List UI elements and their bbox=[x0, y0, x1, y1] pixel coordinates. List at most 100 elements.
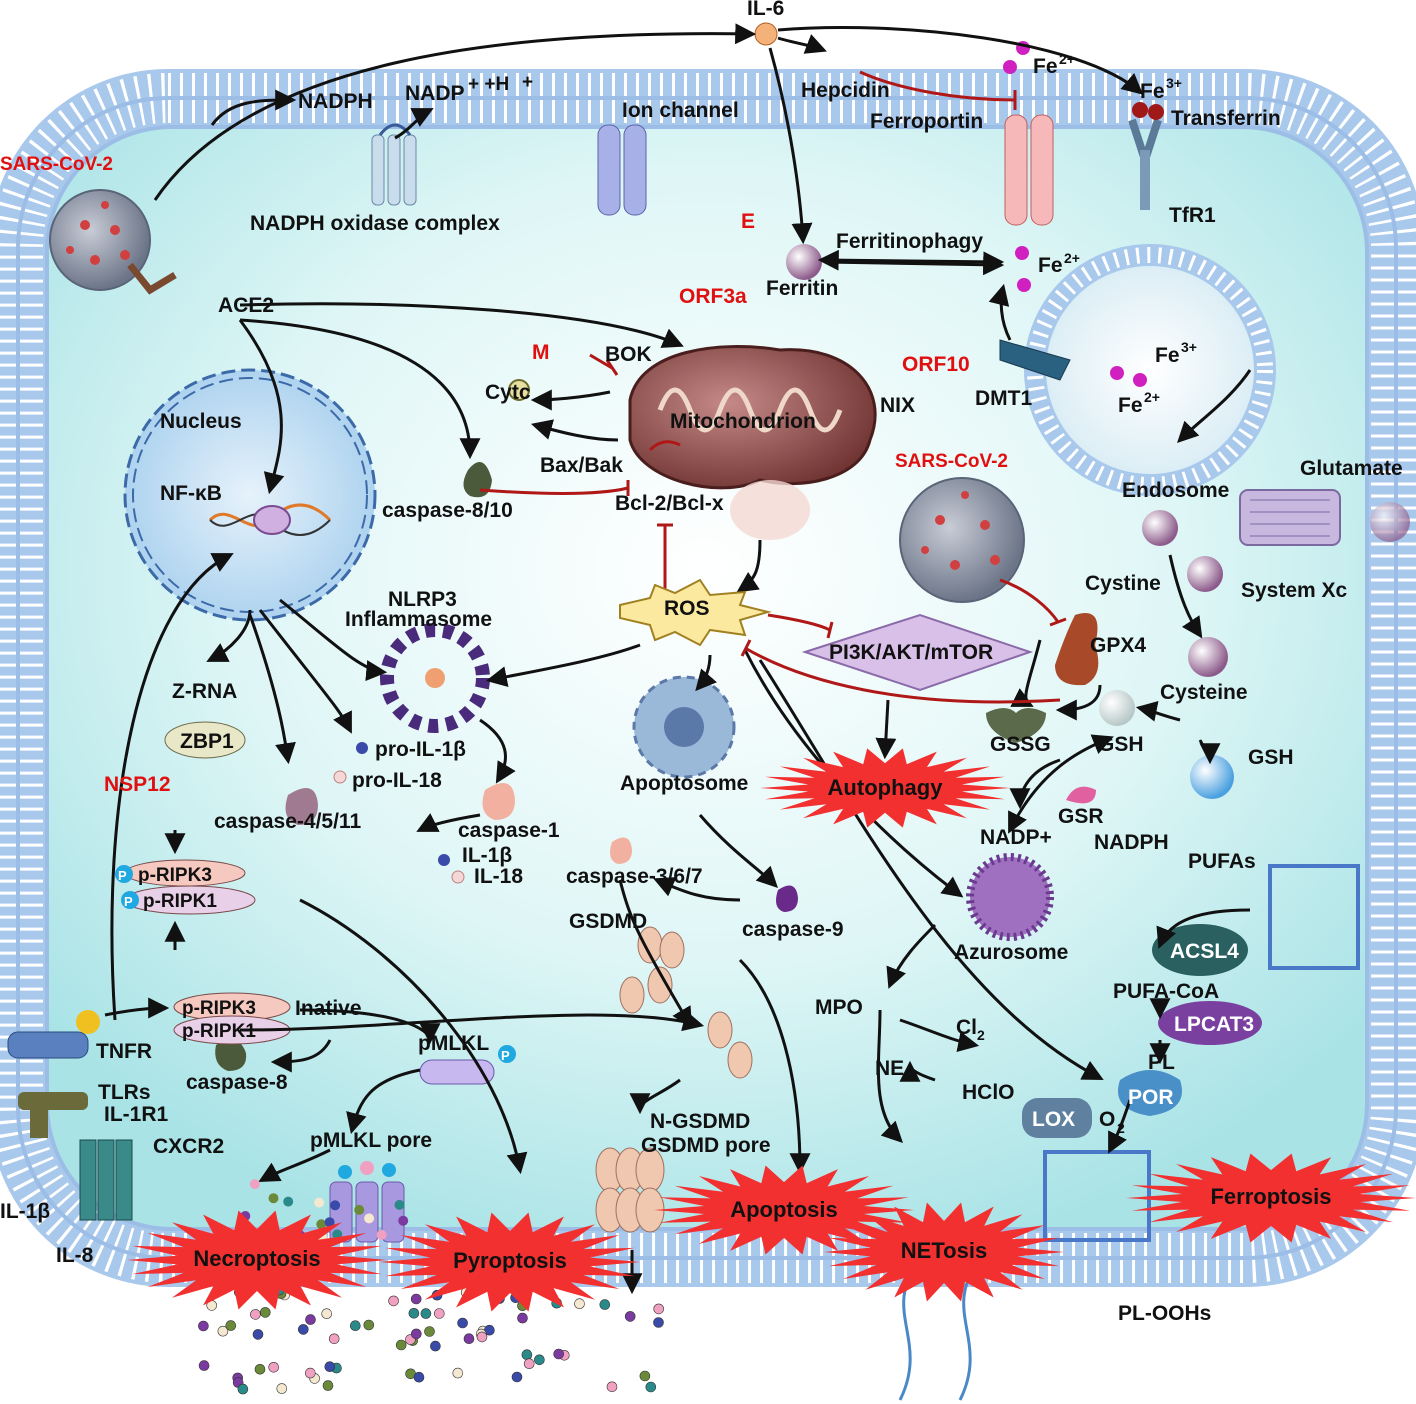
il18-dot bbox=[451, 870, 465, 884]
label-pripk1-a: p-RIPK1 bbox=[143, 891, 217, 912]
virus-outside bbox=[49, 189, 177, 295]
released-particle bbox=[457, 1317, 468, 1329]
released-particle bbox=[388, 1295, 399, 1307]
fe-dot bbox=[1003, 60, 1017, 74]
label-m-protein: M bbox=[532, 341, 550, 364]
label-pripk1-b: p-RIPK1 bbox=[182, 1021, 256, 1042]
label-caspase-8-10: caspase-8/10 bbox=[382, 499, 513, 522]
label-hclo: HClO bbox=[962, 1081, 1015, 1104]
label-p-badge-2: P bbox=[124, 894, 133, 909]
label-caspase-1: caspase-1 bbox=[458, 819, 560, 842]
released-particle bbox=[283, 1196, 294, 1207]
label-gssg: GSSG bbox=[990, 733, 1051, 756]
glutamate-ball bbox=[1370, 502, 1410, 542]
released-particle bbox=[521, 1349, 533, 1360]
label-il8-out: IL-8 bbox=[56, 1244, 94, 1267]
ferritin-ball bbox=[786, 244, 822, 280]
released-particle bbox=[452, 1367, 464, 1379]
released-particle bbox=[410, 1293, 422, 1305]
label-il1b-out: IL-1β bbox=[0, 1200, 50, 1223]
label-orf3a: ORF3a bbox=[679, 285, 747, 308]
label-ros: ROS bbox=[664, 597, 710, 620]
label-nadp-top-sup: + +H bbox=[468, 74, 509, 95]
label-acsl4: ACSL4 bbox=[1170, 940, 1239, 963]
released-particle bbox=[398, 1215, 409, 1226]
dmt1 bbox=[999, 339, 1071, 381]
released-particle bbox=[410, 1328, 422, 1340]
mitochondrion-cristae bbox=[657, 387, 843, 433]
pmlkl-shape bbox=[419, 1059, 495, 1085]
por-shape bbox=[1118, 1070, 1182, 1116]
azurosome bbox=[966, 853, 1054, 941]
label-caspase-4511: caspase-4/5/11 bbox=[214, 810, 361, 833]
cysteine-ball bbox=[1188, 637, 1228, 677]
label-pripk3-b: p-RIPK3 bbox=[182, 998, 256, 1019]
label-gsdmd-pore: GSDMD pore bbox=[641, 1134, 771, 1157]
virus-inside bbox=[899, 477, 1025, 603]
bidirectional-arrows bbox=[817, 249, 1114, 834]
label-fe3-top: Fe bbox=[1140, 80, 1165, 103]
pmlkl-pore bbox=[329, 1161, 405, 1243]
tlrs-receptor bbox=[18, 1092, 88, 1138]
label-pmlkl-pore: pMLKL pore bbox=[310, 1129, 432, 1152]
netosis-burst bbox=[824, 1202, 1064, 1302]
fe-dot bbox=[1133, 373, 1147, 387]
released-particle bbox=[217, 1325, 229, 1337]
label-pyroptosis: Pyroptosis bbox=[453, 1248, 567, 1273]
il1b-dot bbox=[438, 854, 450, 866]
released-particle bbox=[523, 1358, 535, 1369]
lpcat3-pill bbox=[1158, 1001, 1262, 1045]
label-cysteine: Cysteine bbox=[1160, 681, 1248, 704]
activation-arrows bbox=[104, 23, 1252, 1295]
apoptosome bbox=[632, 675, 736, 779]
released-particle bbox=[553, 1348, 565, 1360]
inhibition-lines bbox=[479, 70, 1067, 704]
pro-il18-dot bbox=[333, 770, 347, 784]
label-gsh-right: GSH bbox=[1248, 746, 1294, 769]
released-particle bbox=[413, 1371, 425, 1383]
label-fe2-mid-sup: 2+ bbox=[1064, 250, 1080, 266]
label-system-xc: System Xc bbox=[1241, 579, 1348, 602]
gsdmd-pore bbox=[595, 1147, 665, 1233]
tnfr-receptor bbox=[7, 1010, 100, 1059]
phospho-badge bbox=[115, 865, 133, 883]
gpx4-shape bbox=[1055, 613, 1099, 686]
cxcr2-receptor bbox=[79, 1139, 133, 1221]
cystine-ball bbox=[1187, 556, 1223, 592]
label-necroptosis: Necroptosis bbox=[193, 1246, 320, 1271]
label-netosis: NETosis bbox=[901, 1238, 987, 1263]
label-cl2: Cl bbox=[956, 1016, 977, 1039]
released-particle bbox=[250, 1309, 261, 1320]
label-o2-sub: 2 bbox=[1117, 1120, 1125, 1136]
label-zbp1: ZBP1 bbox=[180, 730, 234, 753]
ros-burst bbox=[619, 578, 772, 647]
label-gsdmd: GSDMD bbox=[569, 910, 647, 933]
label-tfr1: TfR1 bbox=[1169, 204, 1216, 227]
released-particle bbox=[328, 1333, 340, 1345]
lox-shape bbox=[1022, 1098, 1092, 1138]
released-particle bbox=[511, 1371, 523, 1383]
released-particle bbox=[476, 1331, 488, 1343]
pyroptosis-burst bbox=[380, 1212, 640, 1312]
label-fe2-endo-sup: 2+ bbox=[1144, 389, 1160, 405]
label-cxcr2: CXCR2 bbox=[153, 1135, 224, 1158]
released-particle bbox=[574, 1298, 585, 1309]
label-nadph-right: NADPH bbox=[1094, 831, 1169, 854]
system-xc bbox=[1239, 489, 1341, 546]
label-o2: O bbox=[1099, 1108, 1115, 1131]
label-pufa-coa: PUFA-CoA bbox=[1113, 980, 1219, 1003]
caspase-4511-drop bbox=[285, 787, 318, 825]
label-pro-il18: pro-IL-18 bbox=[352, 769, 442, 792]
label-fe2-mid: Fe bbox=[1038, 254, 1063, 277]
label-nadp-top-sup2: + bbox=[522, 72, 533, 93]
label-nadph-top: NADPH bbox=[298, 90, 373, 113]
label-tnfr: TNFR bbox=[96, 1040, 152, 1063]
label-ferroptosis: Ferroptosis bbox=[1210, 1184, 1331, 1209]
pro-il1b-dot bbox=[356, 742, 368, 754]
released-particle bbox=[424, 1326, 435, 1337]
label-pl-oohs: PL-OOHs bbox=[1118, 1302, 1211, 1325]
label-caspase-367: caspase-3/6/7 bbox=[566, 865, 703, 888]
released-particle bbox=[420, 1308, 432, 1319]
apoptosis-burst bbox=[654, 1165, 914, 1255]
